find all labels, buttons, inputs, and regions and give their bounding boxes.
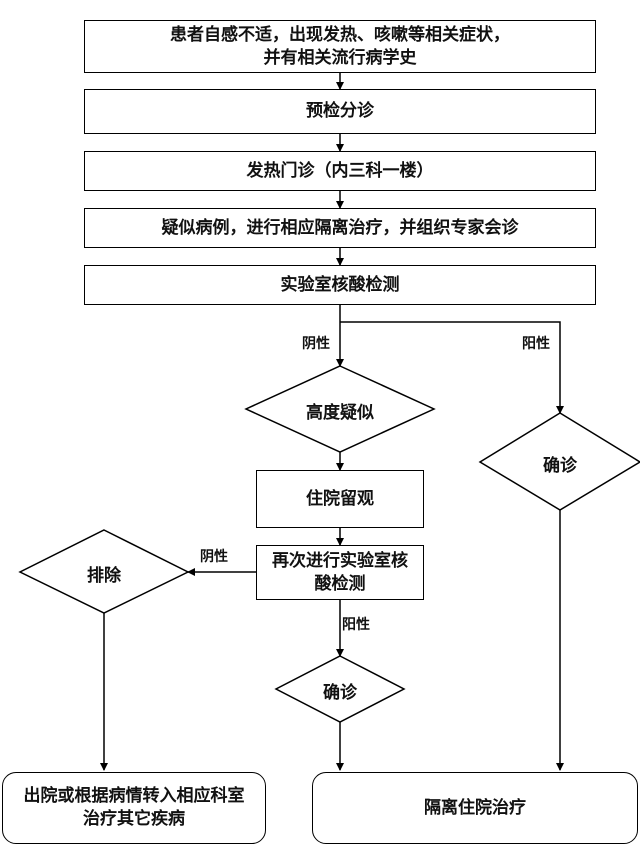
edge-label-positive-1: 阳性: [522, 336, 550, 352]
diamond-highly-suspected: [244, 365, 436, 453]
node-lab-test: 实验室核酸检测: [84, 265, 596, 305]
node-retest-text: 再次进行实验室核 酸检测: [272, 550, 408, 594]
node-retest: 再次进行实验室核 酸检测: [256, 545, 424, 600]
node-isolation-text: 隔离住院治疗: [424, 797, 526, 818]
node-discharge-text: 出院或根据病情转入相应科室 治疗其它疾病: [23, 786, 245, 829]
edge-label-negative-2: 阴性: [200, 549, 228, 565]
node-suspected: 疑似病例，进行相应隔离治疗，并组织专家会诊: [84, 208, 596, 248]
node-fever-clinic-text: 发热门诊（内三科一楼）: [246, 160, 434, 181]
node-symptoms-text: 患者自感不适，出现发热、咳嗽等相关症状， 并有相关流行病学史: [170, 24, 510, 68]
arrow-lab-test-to-confirmed-right: [340, 321, 564, 414]
node-observation: 住院留观: [256, 470, 424, 528]
node-excluded-text: 排除: [87, 566, 121, 586]
node-lab-test-text: 实验室核酸检测: [280, 274, 400, 295]
node-confirmed-center-text: 确诊: [323, 683, 357, 703]
edge-label-negative-1: 阴性: [302, 336, 330, 352]
node-observation-text: 住院留观: [306, 488, 374, 509]
node-confirmed-right-text: 确诊: [543, 456, 577, 476]
node-isolation: 隔离住院治疗: [312, 772, 638, 844]
diamond-confirmed-right: [478, 412, 640, 511]
node-highly-suspected-text: 高度疑似: [306, 403, 374, 423]
node-triage: 预检分诊: [84, 89, 596, 134]
node-symptoms: 患者自感不适，出现发热、咳嗽等相关症状， 并有相关流行病学史: [84, 20, 596, 73]
edge-label-positive-2: 阳性: [342, 617, 370, 633]
node-fever-clinic: 发热门诊（内三科一楼）: [84, 151, 596, 191]
node-discharge: 出院或根据病情转入相应科室 治疗其它疾病: [2, 772, 266, 844]
diamond-confirmed-center: [274, 655, 406, 723]
diamond-excluded: [18, 529, 190, 614]
node-suspected-text: 疑似病例，进行相应隔离治疗，并组织专家会诊: [161, 217, 519, 238]
node-triage-text: 预检分诊: [306, 101, 374, 121]
